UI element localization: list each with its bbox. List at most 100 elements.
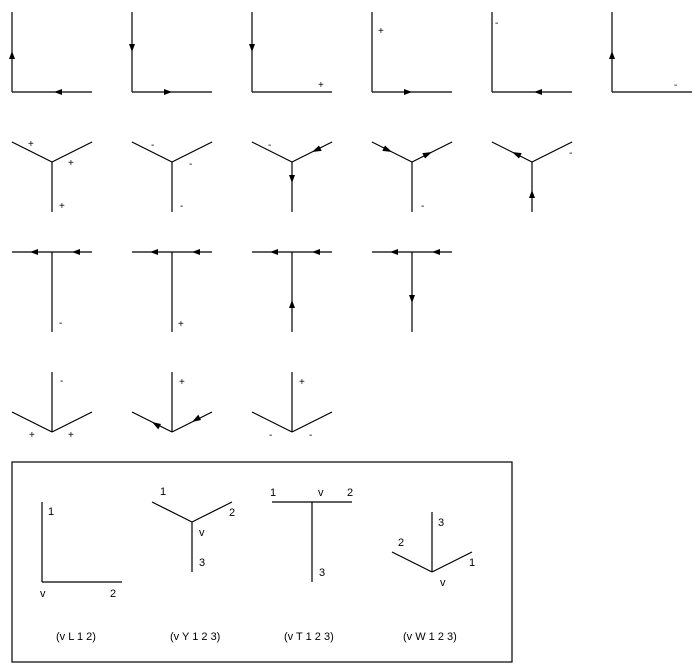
edge [171, 141, 213, 163]
arrow-up-icon [529, 190, 535, 198]
w-junction-1: - + + [11, 372, 93, 441]
edge-label: 2 [347, 487, 353, 499]
t-junction-3 [252, 249, 332, 332]
minus-mark: - [269, 430, 272, 441]
arrow-left-icon [150, 249, 158, 255]
y-junction-2: - - - [131, 140, 213, 212]
legend-y-junction: 1 2 3 v (v Y 1 2 3) [151, 486, 235, 643]
arrow-icon [312, 145, 322, 152]
legend-w-junction: 1 2 3 v (v W 1 2 3) [391, 512, 475, 643]
vertex-label: v [40, 588, 46, 600]
l-junction-1 [9, 12, 92, 95]
edge-label: 1 [270, 487, 276, 499]
edge [251, 411, 293, 433]
plus-mark: + [68, 158, 74, 169]
y-junction-4: - [371, 141, 453, 212]
arrow-icon [152, 422, 161, 430]
arrow-right-icon [164, 89, 172, 95]
arrow-left-icon [390, 249, 398, 255]
w-junction-3: + - - [251, 372, 333, 441]
y-junction-3: - [251, 140, 333, 212]
vertex-label: v [318, 487, 324, 499]
edge-label: 3 [319, 567, 325, 579]
w-junction-2: + [131, 372, 213, 433]
plus-mark: + [299, 377, 305, 388]
edge [151, 501, 193, 523]
minus-mark: - [180, 201, 183, 212]
arrow-down-icon [249, 44, 255, 52]
arrow-left-icon [270, 249, 278, 255]
edge [431, 551, 473, 573]
edge [391, 551, 433, 573]
arrow-left-icon [312, 249, 320, 255]
legend-caption: (v W 1 2 3) [403, 631, 457, 643]
l-junction-5: - [491, 12, 572, 95]
edge [51, 411, 93, 433]
plus-mark: + [179, 377, 185, 388]
t-junction-4 [372, 249, 452, 332]
arrow-icon [512, 152, 522, 159]
arrow-down-icon [409, 295, 415, 303]
l-junction-2 [129, 12, 212, 95]
edge-label: 1 [48, 506, 54, 518]
arrow-left-icon [192, 249, 200, 255]
edge [51, 141, 93, 163]
arrow-down-icon [289, 175, 295, 183]
minus-mark: - [59, 318, 62, 329]
legend-t-junction: 1 2 3 v (v T 1 2 3) [270, 487, 353, 643]
minus-mark: - [151, 140, 154, 151]
y-junction-1: + + + [11, 139, 93, 212]
l-junction-6: - [609, 12, 692, 93]
edge [251, 141, 293, 163]
arrow-icon [192, 414, 201, 422]
edge-label: 2 [110, 588, 116, 600]
arrow-left-icon [432, 249, 440, 255]
legend-l-junction: 1 2 v (v L 1 2) [40, 502, 122, 643]
edge [531, 141, 573, 163]
legend-box [11, 461, 513, 663]
vertex-label: v [440, 577, 446, 589]
minus-mark: - [189, 159, 192, 170]
arrow-up-icon [289, 300, 295, 308]
minus-mark: - [309, 430, 312, 441]
legend-caption: (v Y 1 2 3) [170, 631, 220, 643]
plus-mark: + [59, 201, 65, 212]
arrow-up-icon [9, 51, 15, 59]
edge-label: 1 [160, 486, 166, 498]
arrow-left-icon [534, 89, 542, 95]
arrow-up-icon [609, 51, 615, 59]
minus-mark: - [60, 376, 63, 387]
plus-mark: + [178, 319, 184, 330]
arrow-left-icon [54, 89, 62, 95]
edge [191, 501, 233, 523]
vertex-label: v [199, 527, 205, 539]
edge [291, 411, 333, 433]
arrow-left-icon [30, 249, 38, 255]
arrow-icon [382, 145, 392, 152]
arrow-down-icon [129, 44, 135, 52]
minus-mark: - [674, 80, 677, 91]
legend-caption: (v T 1 2 3) [284, 631, 334, 643]
edge-label: 1 [469, 557, 475, 569]
edge [131, 141, 173, 163]
minus-mark: - [268, 140, 271, 151]
plus-mark: + [28, 139, 34, 150]
t-junction-2: + [132, 249, 212, 332]
edge-label: 3 [438, 517, 444, 529]
t-junction-1: - [12, 249, 92, 332]
l-junction-3: + [249, 12, 332, 93]
plus-mark: + [68, 430, 74, 441]
plus-mark: + [29, 430, 35, 441]
edge-label: 2 [398, 537, 404, 549]
arrow-icon [422, 152, 432, 159]
y-junction-5: - [491, 141, 573, 212]
minus-mark: - [569, 148, 572, 159]
arrow-left-icon [72, 249, 80, 255]
edge-label: 3 [199, 557, 205, 569]
minus-mark: - [421, 201, 424, 212]
plus-mark: + [318, 80, 324, 91]
minus-mark: - [495, 18, 498, 29]
edge [11, 411, 53, 433]
edge [11, 141, 53, 163]
